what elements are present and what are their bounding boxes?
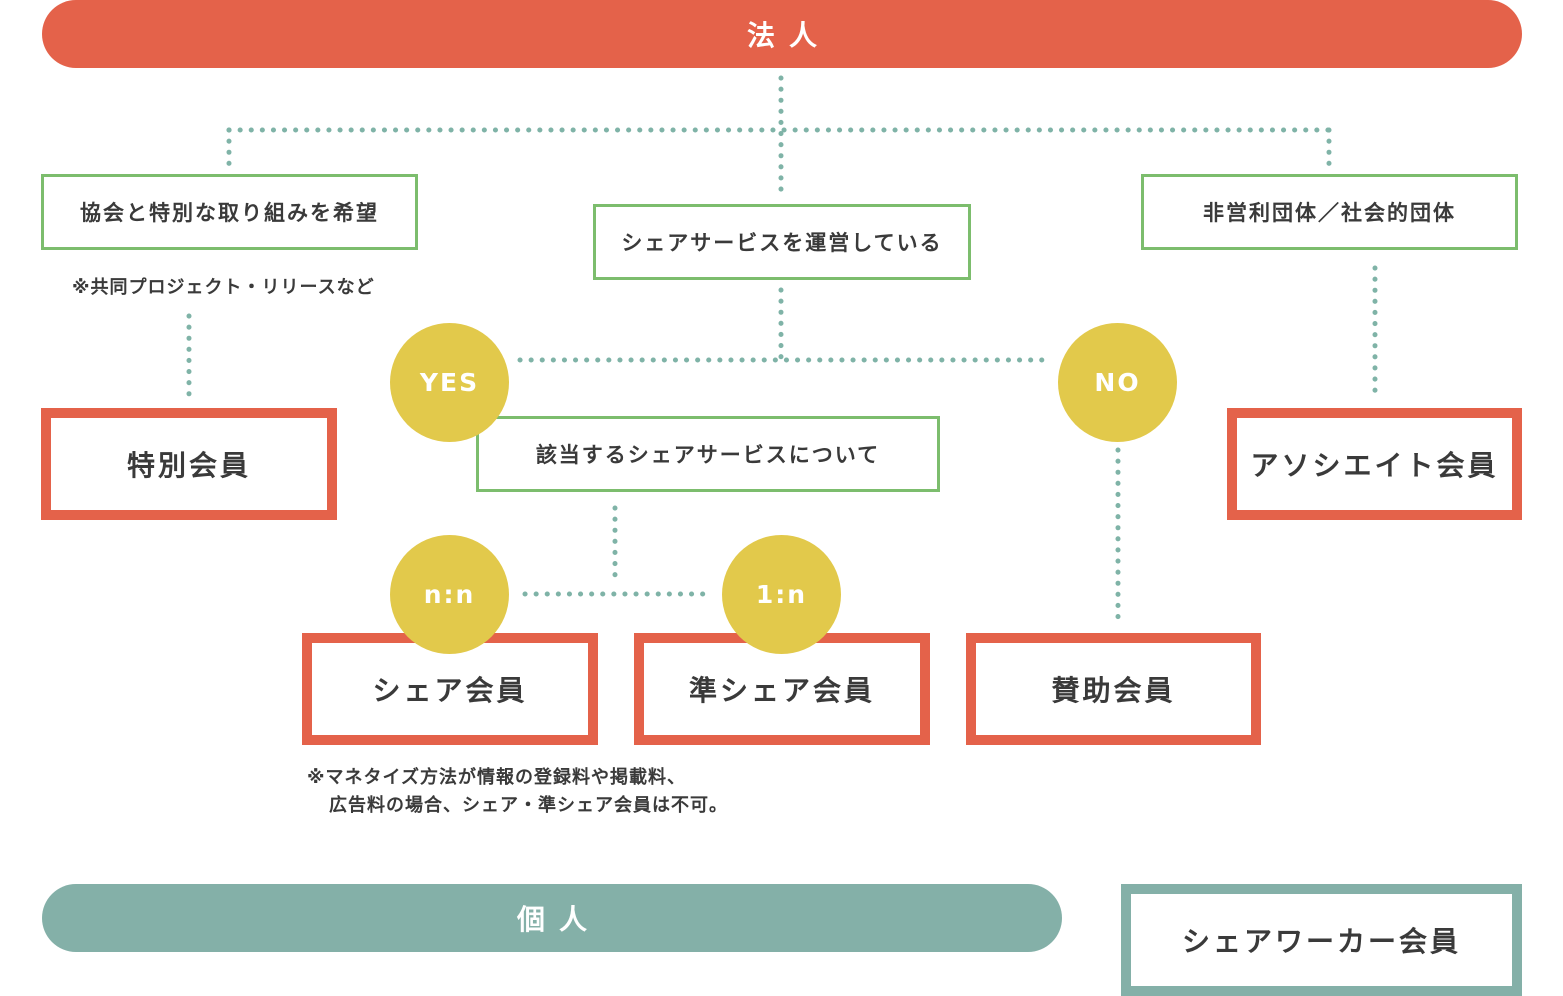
member-share-worker: シェアワーカー会員 bbox=[1121, 884, 1522, 996]
branch-no: NO bbox=[1058, 323, 1177, 442]
member-associate-label: アソシエイト会員 bbox=[1250, 449, 1499, 482]
branch-no-label: NO bbox=[1094, 368, 1141, 397]
condition-operates-share-service-label: シェアサービスを運営している bbox=[621, 231, 943, 255]
branch-n-to-n-label: n:n bbox=[423, 580, 476, 609]
corporate-header: 法人 bbox=[42, 0, 1522, 68]
condition-non-profit: 非営利団体／社会的団体 bbox=[1141, 174, 1518, 250]
monetize-note-line1: ※マネタイズ方法が情報の登録料や掲載料、 bbox=[307, 767, 686, 788]
branch-yes-label: YES bbox=[419, 368, 480, 397]
member-share-worker-label: シェアワーカー会員 bbox=[1181, 925, 1461, 958]
corporate-header-label: 法人 bbox=[746, 19, 831, 52]
condition-special-initiative-label: 協会と特別な取り組みを希望 bbox=[80, 201, 379, 225]
branch-one-to-n: 1:n bbox=[722, 535, 841, 654]
member-supporting-label: 賛助会員 bbox=[1051, 674, 1176, 707]
condition-non-profit-label: 非営利団体／社会的団体 bbox=[1203, 201, 1456, 225]
individual-header: 個人 bbox=[42, 884, 1062, 952]
branch-yes: YES bbox=[390, 323, 509, 442]
branch-n-to-n: n:n bbox=[390, 535, 509, 654]
member-special-label: 特別会員 bbox=[126, 449, 251, 482]
member-supporting: 賛助会員 bbox=[966, 633, 1261, 745]
monetize-note-line2: 広告料の場合、シェア・準シェア会員は不可。 bbox=[329, 795, 728, 816]
branch-one-to-n-label: 1:n bbox=[755, 580, 808, 609]
condition-service-type: 該当するシェアサービスについて bbox=[476, 416, 940, 492]
individual-header-label: 個人 bbox=[516, 903, 601, 936]
member-share-label: シェア会員 bbox=[372, 674, 528, 707]
condition-operates-share-service: シェアサービスを運営している bbox=[593, 204, 971, 280]
member-associate: アソシエイト会員 bbox=[1227, 408, 1522, 520]
member-special: 特別会員 bbox=[41, 408, 337, 520]
condition-special-initiative: 協会と特別な取り組みを希望 bbox=[41, 174, 418, 250]
member-semi-share-label: 準シェア会員 bbox=[688, 674, 875, 707]
condition-service-type-label: 該当するシェアサービスについて bbox=[535, 443, 881, 467]
special-note: ※共同プロジェクト・リリースなど bbox=[72, 277, 375, 298]
